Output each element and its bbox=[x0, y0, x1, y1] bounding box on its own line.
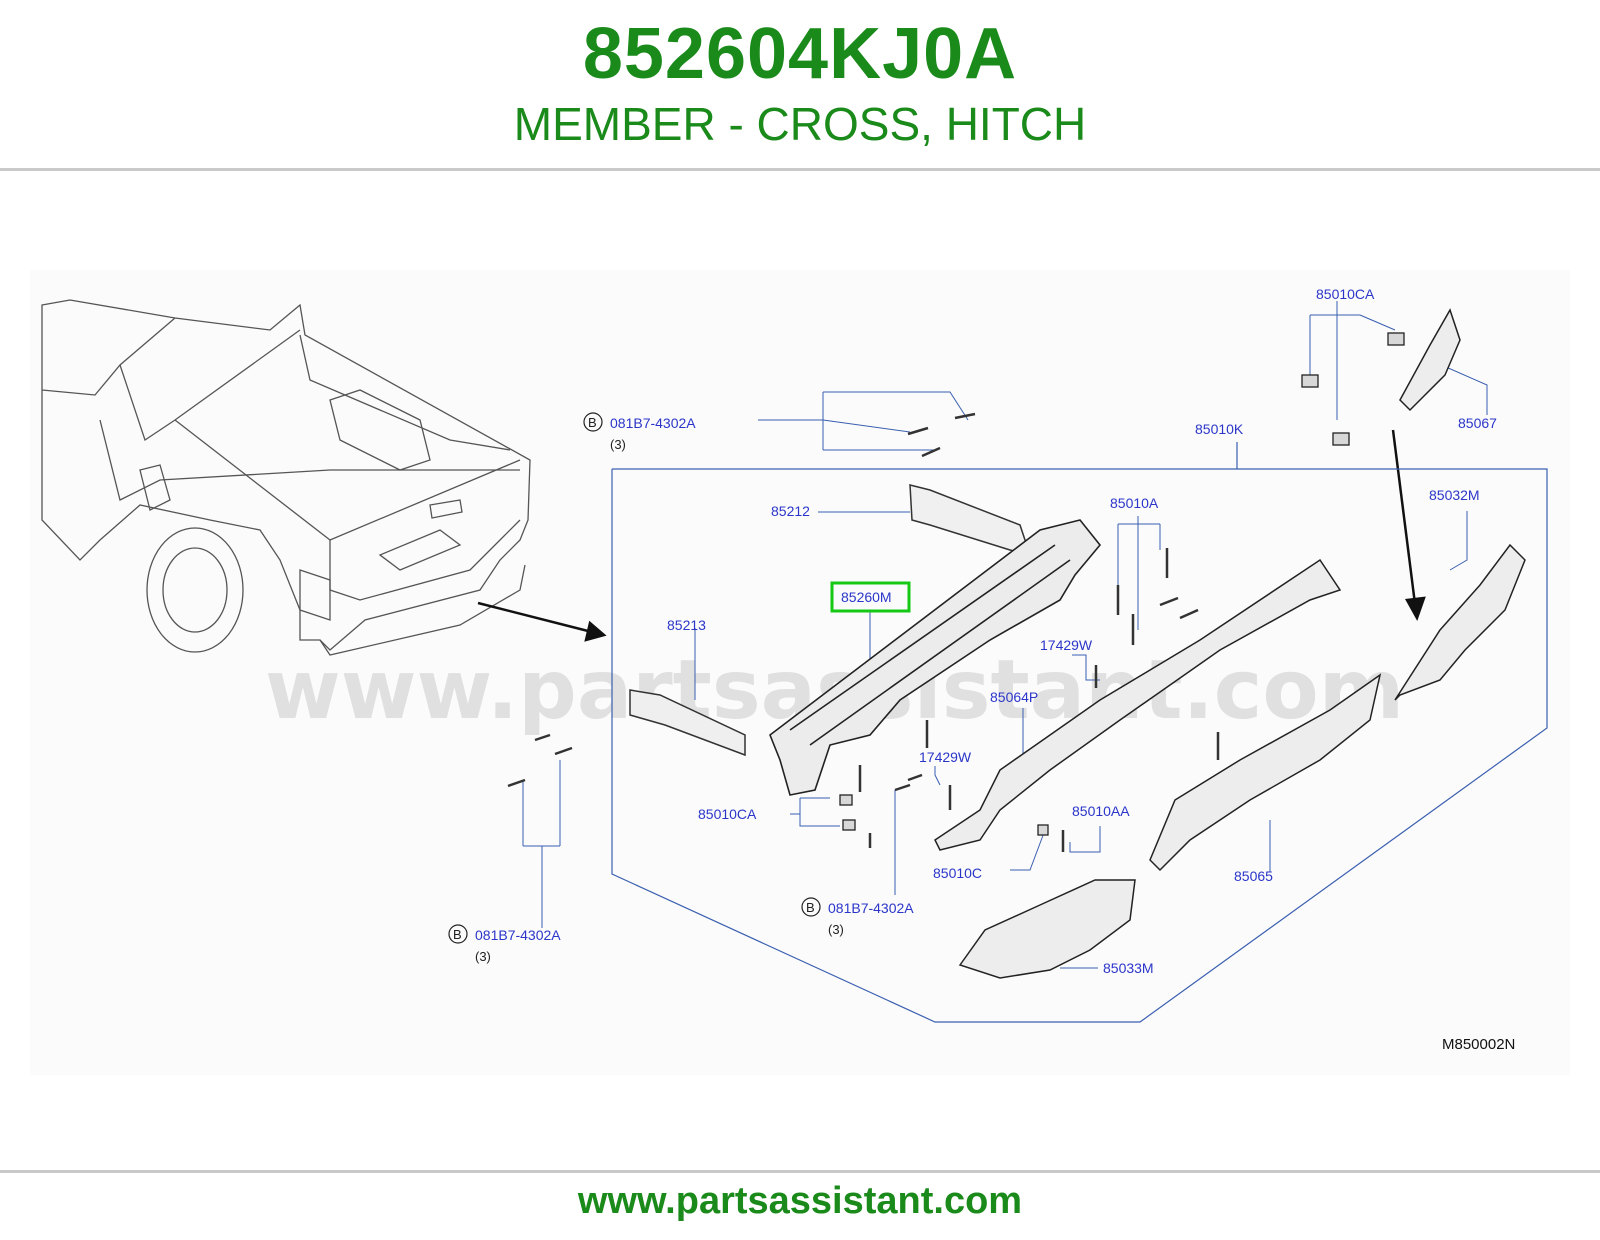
callout-85032m[interactable]: 85032M bbox=[1429, 487, 1480, 503]
part-85260m-hitch-cross-member bbox=[769, 519, 1102, 796]
bolt-symbol-icon bbox=[448, 924, 468, 944]
page-header: 852604KJ0A MEMBER - CROSS, HITCH bbox=[0, 0, 1600, 170]
callout-85010aa[interactable]: 85010AA bbox=[1072, 803, 1130, 819]
bolt-symbol-letter: B bbox=[806, 900, 815, 915]
callout-85010k[interactable]: 85010K bbox=[1195, 421, 1244, 437]
callout-17429w-b[interactable]: 17429W bbox=[919, 749, 972, 765]
bolt-symbol-icon bbox=[583, 412, 603, 432]
callout-85260m[interactable]: 85260M bbox=[841, 589, 892, 605]
diagram-background bbox=[30, 270, 1570, 1075]
part-85033m-side-cover bbox=[958, 879, 1136, 979]
callout-85010ca-top[interactable]: 85010CA bbox=[1316, 286, 1375, 302]
pointer-arrows bbox=[477, 429, 1426, 642]
callout-85213[interactable]: 85213 bbox=[667, 617, 706, 633]
qty-081b7-4302a-left: (3) bbox=[475, 949, 491, 964]
part-85067-finisher bbox=[1399, 308, 1461, 412]
callout-85064p[interactable]: 85064P bbox=[990, 689, 1038, 705]
callout-85010ca-mid[interactable]: 85010CA bbox=[698, 806, 757, 822]
leader-lines bbox=[522, 301, 1488, 969]
vehicle-illustration bbox=[41, 299, 531, 656]
fastener-bolts bbox=[507, 412, 1220, 852]
assembly-frame bbox=[611, 468, 1548, 1023]
bolt-symbol-icon bbox=[801, 897, 821, 917]
part-85032m-side-cover bbox=[1394, 543, 1526, 701]
callout-85065[interactable]: 85065 bbox=[1234, 868, 1273, 884]
part-85065-step-bumper bbox=[1149, 673, 1382, 872]
footer-divider bbox=[0, 1170, 1600, 1173]
callout-85033m[interactable]: 85033M bbox=[1103, 960, 1154, 976]
clip-nuts bbox=[839, 332, 1405, 836]
callout-081b7-4302a-top[interactable]: 081B7-4302A bbox=[610, 415, 696, 431]
callout-85010a[interactable]: 85010A bbox=[1110, 495, 1159, 511]
part-85064p-bumper-reinforcement bbox=[934, 558, 1342, 851]
part-85213-bracket bbox=[629, 689, 746, 757]
bolt-symbol-letter: B bbox=[588, 415, 597, 430]
qty-081b7-4302a-mid: (3) bbox=[828, 922, 844, 937]
callout-081b7-4302a-left[interactable]: 081B7-4302A bbox=[475, 927, 561, 943]
callout-85010c[interactable]: 85010C bbox=[933, 865, 982, 881]
callout-85212[interactable]: 85212 bbox=[771, 503, 810, 519]
callout-17429w-a[interactable]: 17429W bbox=[1040, 637, 1093, 653]
qty-081b7-4302a-top: (3) bbox=[610, 437, 626, 452]
callout-081b7-4302a-mid[interactable]: 081B7-4302A bbox=[828, 900, 914, 916]
part-number-title: 852604KJ0A bbox=[582, 14, 1018, 94]
callout-85067[interactable]: 85067 bbox=[1458, 415, 1497, 431]
part-description: MEMBER - CROSS, HITCH bbox=[513, 98, 1087, 150]
bolt-symbol-letter: B bbox=[453, 927, 462, 942]
diagram-code: M850002N bbox=[1442, 1036, 1515, 1053]
highlight-box-85260m bbox=[830, 581, 911, 613]
footer-url[interactable]: www.partsassistant.com bbox=[577, 1180, 1023, 1222]
header-divider bbox=[0, 168, 1600, 171]
